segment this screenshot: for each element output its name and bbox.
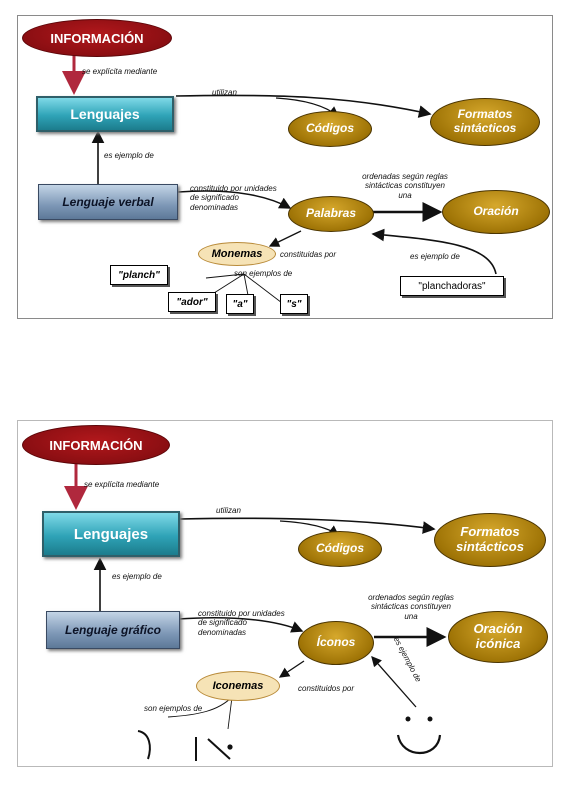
arrow-palabras-monemas bbox=[268, 230, 302, 247]
connectors bbox=[62, 52, 497, 307]
concept-map-grafico: INFORMACIÓN se explícita mediante Lengua… bbox=[17, 420, 553, 767]
smiley-eye-right bbox=[427, 716, 433, 722]
label-constituidas-por: constituidas por bbox=[280, 250, 337, 260]
label-utilizan: utilizan bbox=[212, 88, 237, 98]
palabras-node: Palabras bbox=[288, 196, 374, 232]
iconeme-shape-dot bbox=[227, 744, 233, 750]
arrow-grafico-iconos bbox=[177, 617, 304, 633]
label-son-ejemplos-de: son ejemplos de bbox=[234, 269, 293, 279]
informacion-node: INFORMACIÓN bbox=[22, 425, 170, 465]
iconos-node: Íconos bbox=[298, 621, 374, 665]
lenguajes-node: Lenguajes bbox=[36, 96, 174, 132]
arrow-verbal-palabras bbox=[177, 190, 292, 209]
label-utilizan: utilizan bbox=[216, 506, 241, 516]
s-example: "s" bbox=[280, 294, 308, 314]
line-examples-iconemas-2 bbox=[227, 696, 233, 730]
codigos-node: Códigos bbox=[298, 531, 382, 567]
arrow-smiley-iconos bbox=[371, 656, 417, 708]
label-ordenados-segun: ordenados según reglas sintácticas const… bbox=[368, 592, 454, 621]
arrow-planchadoras-palabras bbox=[371, 228, 497, 275]
lenguaje-grafico-node: Lenguaje gráfico bbox=[46, 611, 180, 649]
formatos-sintacticos-node: Formatos sintácticos bbox=[430, 98, 540, 146]
arrow-lenguajes-formatos bbox=[175, 94, 432, 118]
lenguajes-node: Lenguajes bbox=[42, 511, 180, 557]
label-se-explicita: se explícita mediante bbox=[82, 67, 158, 77]
smiley-eye-left bbox=[405, 716, 411, 722]
connectors bbox=[64, 459, 447, 761]
label-ordenadas-segun: ordenadas según reglas sintácticas const… bbox=[362, 171, 448, 200]
smiley-mouth bbox=[396, 734, 442, 755]
planch-example: "planch" bbox=[110, 265, 168, 285]
label-constituidos-por: constituidos por bbox=[298, 684, 355, 694]
planchadoras-example: "planchadoras" bbox=[400, 276, 504, 296]
iconeme-shape-slash bbox=[207, 738, 231, 760]
label-constituido-por: constituido por unidades de significado … bbox=[198, 608, 285, 637]
label-es-ejemplo-de-2: es ejemplo de bbox=[410, 252, 460, 262]
oracion-node: Oración bbox=[442, 190, 550, 234]
iconemas-node: Iconemas bbox=[196, 671, 280, 701]
codigos-node: Códigos bbox=[288, 111, 372, 147]
label-es-ejemplo-de: es ejemplo de bbox=[112, 572, 162, 582]
label-se-explicita: se explícita mediante bbox=[84, 480, 160, 490]
lenguaje-verbal-node: Lenguaje verbal bbox=[38, 184, 178, 220]
ador-example: "ador" bbox=[168, 292, 216, 312]
a-example: "a" bbox=[226, 294, 254, 314]
label-constituido-por: constituido por unidades de significado … bbox=[190, 183, 277, 212]
arrow-lenguajes-formatos bbox=[179, 517, 436, 534]
concept-map-verbal: INFORMACIÓN se explícita mediante Lengua… bbox=[17, 15, 553, 319]
informacion-node: INFORMACIÓN bbox=[22, 19, 172, 57]
label-es-ejemplo-de: es ejemplo de bbox=[104, 151, 154, 161]
formatos-sintacticos-node: Formatos sintácticos bbox=[434, 513, 546, 567]
arrow-iconos-iconemas bbox=[278, 660, 305, 678]
iconeme-shape-arc bbox=[137, 730, 151, 760]
monemas-node: Monemas bbox=[198, 242, 276, 266]
label-son-ejemplos-de: son ejemplos de bbox=[144, 704, 203, 714]
line-examples-monemas bbox=[202, 273, 287, 307]
oracion-iconica-node: Oración icónica bbox=[448, 611, 548, 663]
